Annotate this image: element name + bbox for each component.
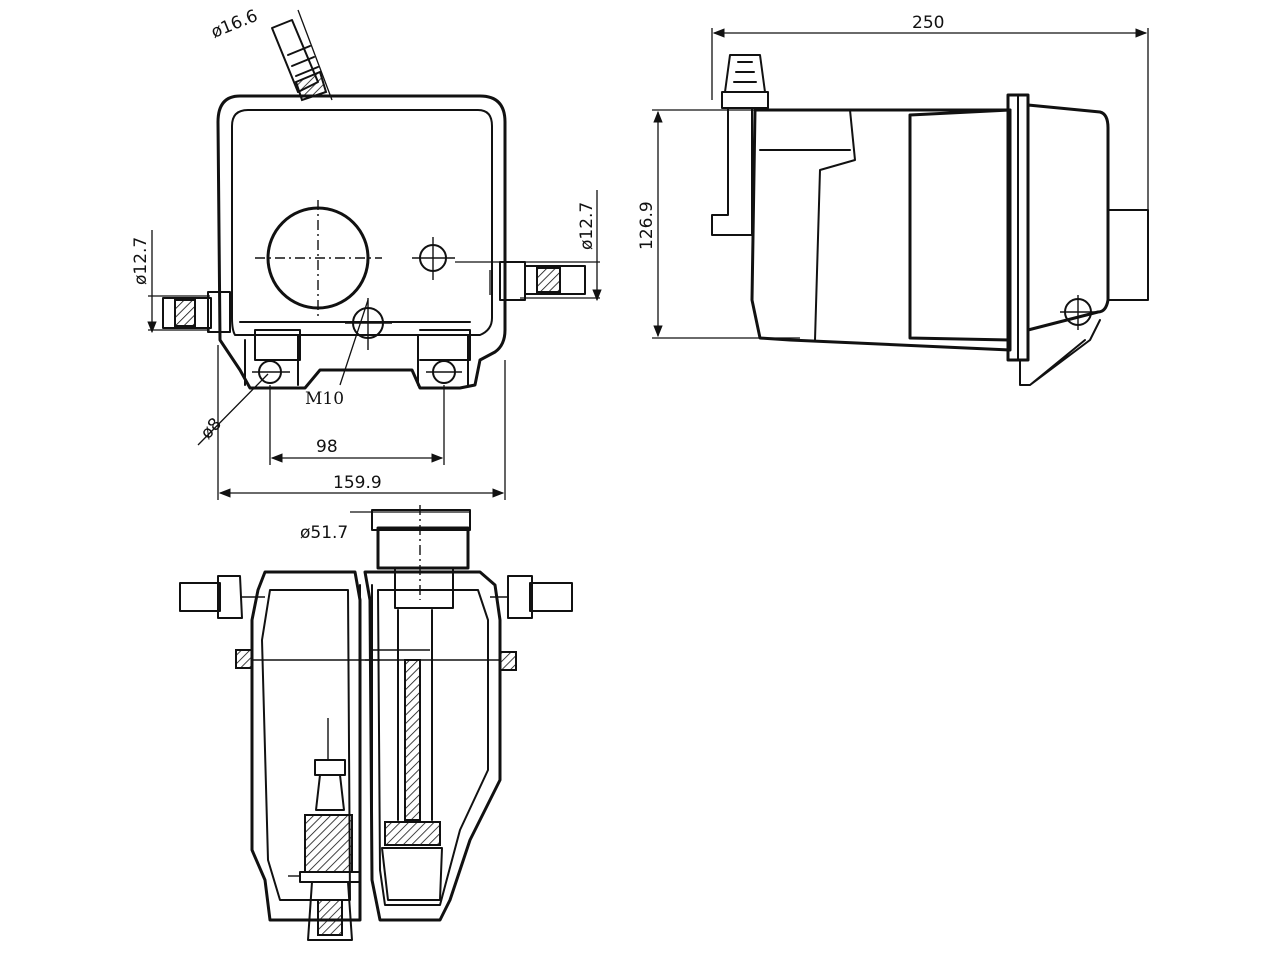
front-tank-inner — [231, 109, 493, 336]
front-view: ø16.6 ø12.7 ø12.7 ø8 M10 98 159.9 — [131, 6, 602, 500]
dim-right-hose-label: ø12.7 — [577, 202, 597, 250]
side-filler-neck — [711, 54, 769, 236]
side-tank-outline — [750, 108, 1012, 352]
dim-126-label: 126.9 — [637, 201, 657, 250]
dim-m10-label: M10 — [305, 389, 344, 409]
front-m10-boss — [345, 298, 392, 350]
front-bolt-hole-left — [252, 360, 290, 384]
front-left-hose — [148, 291, 231, 333]
section-level-tube — [365, 609, 443, 901]
section-view: ø51.7 — [179, 505, 573, 941]
side-view: 250 126.9 — [637, 13, 1149, 386]
section-shell-left-inner — [261, 589, 351, 901]
section-clip-right — [499, 651, 517, 671]
leader-m10 — [339, 299, 369, 386]
dim-left-hose-label: ø12.7 — [131, 237, 151, 285]
side-rear-body — [908, 108, 1012, 342]
section-right-hose — [490, 575, 573, 619]
front-cap — [255, 200, 382, 318]
side-bracket — [1019, 319, 1101, 386]
section-shell-right-inner — [377, 589, 489, 906]
dim-98-label: 98 — [316, 437, 338, 457]
side-bracket-hole — [1060, 295, 1098, 330]
section-bottom-sensor — [288, 718, 361, 941]
side-tank-step — [759, 109, 856, 341]
side-back-stub — [1107, 209, 1149, 301]
dim-250-label: 250 — [912, 13, 944, 33]
dim-top-hose-label: ø16.6 — [208, 6, 260, 43]
front-right-hose — [455, 261, 600, 301]
section-clip-left — [235, 649, 253, 669]
dim-bolt-hole-label: ø8 — [197, 414, 226, 443]
front-tank-outline — [216, 94, 507, 390]
section-cap — [371, 505, 471, 609]
front-bolt-hole-right — [426, 360, 462, 384]
side-flange — [1006, 93, 1030, 362]
side-back-cap — [1026, 103, 1110, 332]
front-top-hose — [271, 9, 333, 102]
dim-cap-label: ø51.7 — [300, 523, 348, 543]
front-feet — [244, 334, 469, 386]
dim-159-label: 159.9 — [333, 473, 382, 493]
front-bottom-rib — [239, 321, 471, 361]
front-boss-right — [412, 237, 455, 280]
section-shell-left — [250, 570, 362, 922]
leader-bolt-hole — [197, 373, 269, 446]
section-left-hose — [179, 575, 265, 619]
